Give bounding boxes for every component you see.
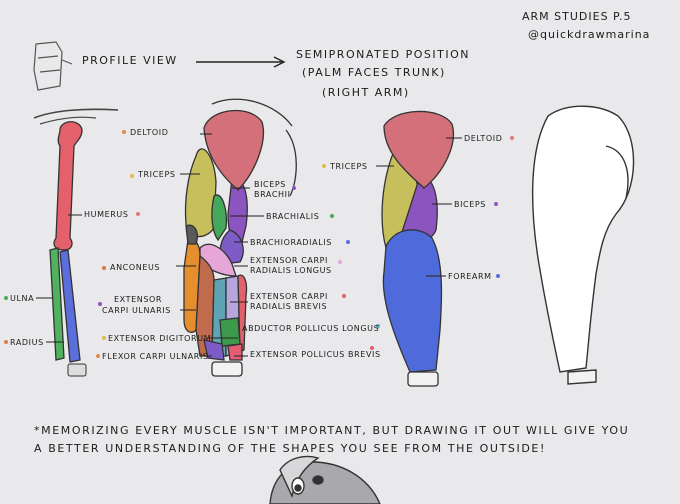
- label-radius: Radius: [10, 338, 44, 347]
- label-abductor-pollicus-longus: Abductor pollicus longus: [242, 324, 380, 333]
- label-forearm-simple: Forearm: [448, 272, 492, 281]
- label-brachialis: Brachialis: [266, 212, 320, 221]
- heading-palm-faces-trunk: (palm faces trunk): [302, 66, 446, 79]
- footnote-line-1: *Memorizing every muscle isn't important…: [34, 424, 630, 437]
- label-humerus: Humerus: [84, 210, 129, 219]
- footnote-line-2: a better understanding of the shapes you…: [34, 442, 546, 455]
- label-biceps-brachii-1: Biceps: [254, 180, 286, 189]
- label-leaders: [36, 133, 462, 357]
- label-deltoid-simple: Deltoid: [464, 134, 503, 143]
- label-extensor-pollicus-brevis: Extensor pollicus brevis: [250, 350, 381, 359]
- label-triceps-simple: Triceps: [330, 162, 368, 171]
- label-ecrl-2: radialis longus: [250, 266, 332, 275]
- label-anconeus: Anconeus: [110, 263, 161, 272]
- label-ecu-1: Extensor: [114, 295, 163, 304]
- label-ecrl-1: Extensor carpi: [250, 256, 328, 265]
- heading-semipronated: Semipronated position: [296, 48, 471, 61]
- heading-right-arm: (right arm): [322, 86, 410, 99]
- simplified-muscle-arm: [381, 110, 454, 387]
- artist-handle: @quickdrawmarina: [528, 28, 651, 41]
- label-deltoid: Deltoid: [130, 128, 169, 137]
- profile-sketch-icon: [33, 41, 73, 91]
- detailed-muscle-arm: [183, 98, 297, 377]
- label-dots: [4, 130, 514, 358]
- label-ecrb-2: radialis brevis: [250, 302, 328, 311]
- heading-profile-view: Profile view: [82, 54, 178, 67]
- ulna-bone: [49, 247, 65, 361]
- skeleton-figure: [33, 108, 119, 377]
- radius-bone: [59, 249, 81, 363]
- study-title: Arm studies p.5: [522, 10, 632, 23]
- label-extensor-digitorum: Extensor digitorum: [108, 334, 212, 343]
- right-arrow-icon: [196, 56, 286, 68]
- label-triceps: Triceps: [138, 170, 176, 179]
- label-biceps-simple: Biceps: [454, 200, 486, 209]
- character-sketch: [269, 455, 381, 504]
- label-biceps-brachii-2: Brachii: [254, 190, 291, 199]
- label-ecu-2: carpi ulnaris: [102, 306, 171, 315]
- label-ulna: Ulna: [10, 294, 35, 303]
- label-ecrb-1: Extensor carpi: [250, 292, 328, 301]
- humerus-bone: [53, 121, 83, 251]
- label-brachioradialis: Brachioradialis: [250, 238, 332, 247]
- outline-arm: [531, 105, 635, 385]
- label-flexor-carpi-ulnaris: Flexor carpi ulnaris: [102, 352, 209, 361]
- skeleton-wrist: [67, 363, 87, 377]
